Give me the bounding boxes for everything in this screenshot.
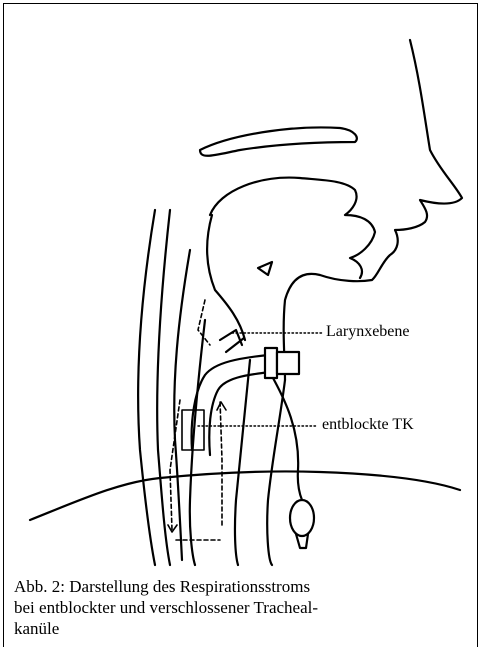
larynx-label: Larynxebene xyxy=(326,323,410,341)
cannula-label: entblockte TK xyxy=(322,416,414,434)
pharynx-back-wall xyxy=(207,215,245,340)
airflow-right-up xyxy=(220,400,222,525)
figure-caption: Abb. 2: Darstellung des Respirationsstro… xyxy=(14,576,468,639)
epiglottis xyxy=(258,262,272,275)
caption-line-2: bei entblockter und verschlossener Trach… xyxy=(14,597,468,618)
oral-cavity xyxy=(210,178,375,278)
cannula-cap xyxy=(277,352,299,374)
palate-line xyxy=(200,127,357,155)
trachea-back xyxy=(235,360,250,565)
caption-line-3: kanüle xyxy=(14,618,468,639)
chest-contour xyxy=(30,471,460,520)
spine-line-3 xyxy=(174,250,190,560)
spine-line-2 xyxy=(157,210,170,565)
cannula-flange xyxy=(265,348,277,378)
pilot-balloon xyxy=(290,500,314,536)
caption-line-1: Abb. 2: Darstellung des Respirationsstro… xyxy=(14,576,468,597)
spine-line-1 xyxy=(138,210,155,565)
